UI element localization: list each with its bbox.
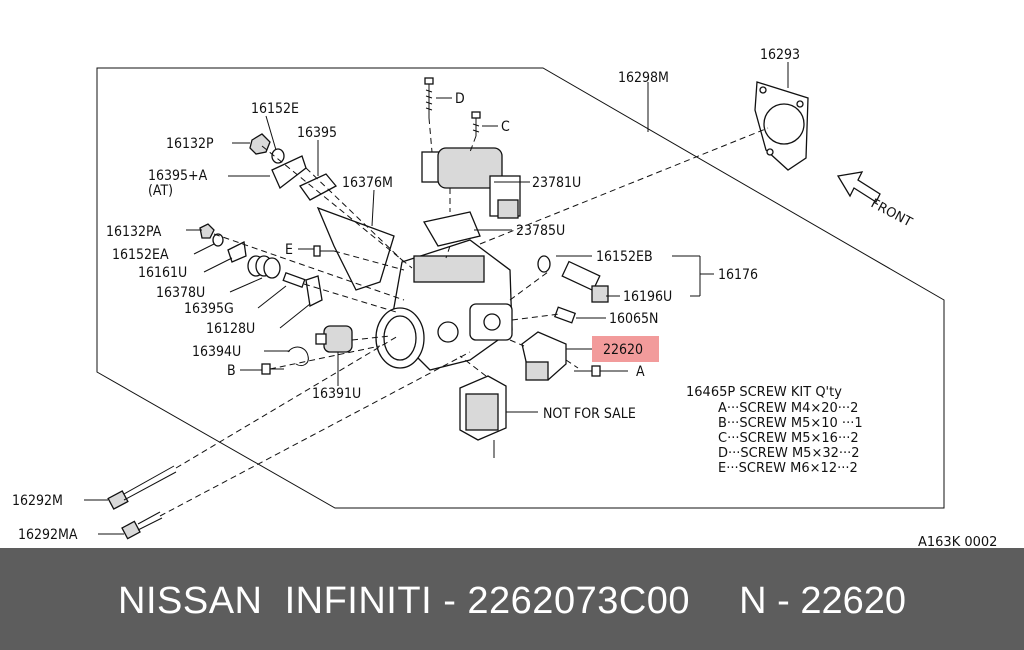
label-16292M: 16292M: [12, 493, 63, 509]
label-16394U: 16394U: [192, 344, 241, 360]
label-16132PA: 16132PA: [106, 224, 162, 240]
front-arrow-icon: [836, 171, 881, 203]
connector-16196U[interactable]: [537, 255, 609, 303]
diagram-canvas: 16293 16298M 16152E 16132P 16395 16395+A…: [12, 47, 997, 548]
label-16132P: 16132P: [166, 136, 214, 152]
label-16152EB: 16152EB: [596, 249, 653, 265]
footer-title: NISSAN INFINITI - 2262073C00: [118, 580, 691, 622]
label-16065N: 16065N: [609, 311, 658, 327]
pin-16395G[interactable]: [282, 271, 306, 289]
label-letter-c: C: [501, 119, 510, 135]
label-16395G: 16395G: [184, 301, 234, 317]
label-16176: 16176: [718, 267, 758, 283]
label-16298M: 16298M: [618, 70, 669, 86]
washer-16152E[interactable]: [271, 148, 285, 164]
label-16128U: 16128U: [206, 321, 255, 337]
washer-16152EA[interactable]: [212, 233, 224, 247]
actuator-16391U[interactable]: [315, 325, 353, 353]
label-16292MA: 16292MA: [18, 527, 78, 543]
bracket-16128U[interactable]: [305, 275, 323, 307]
label-16376M: 16376M: [342, 175, 393, 191]
screw-kit-title: 16465P SCREW KIT Q'ty: [686, 385, 842, 400]
label-16378U: 16378U: [156, 285, 205, 301]
label-23781U: 23781U: [532, 175, 581, 191]
label-16391U: 16391U: [312, 386, 361, 402]
label-front: FRONT: [868, 196, 914, 230]
screw-e[interactable]: [313, 245, 334, 257]
label-16395A: 16395+A: [148, 168, 208, 184]
gasket-16293[interactable]: [754, 81, 809, 171]
nut-16132PA[interactable]: [199, 223, 215, 239]
label-16395: 16395: [297, 125, 337, 141]
screw-kit-row: C···SCREW M5×16···2: [718, 431, 859, 446]
screw-kit-row: A···SCREW M4×20···2: [718, 401, 858, 416]
footer-ref: N - 22620: [739, 580, 906, 622]
screw-b[interactable]: [261, 363, 284, 375]
nut-16132P[interactable]: [249, 133, 271, 155]
label-16293: 16293: [760, 47, 800, 63]
throttle-body[interactable]: [375, 239, 513, 371]
screw-d[interactable]: [424, 77, 434, 118]
label-letter-a: A: [636, 364, 645, 380]
bolt-16292MA[interactable]: [121, 511, 163, 540]
parts-diagram: 16293 16298M 16152E 16132P 16395 16395+A…: [12, 47, 998, 548]
gasket-23785U[interactable]: [422, 211, 481, 247]
label-16196U: 16196U: [623, 289, 672, 305]
bracket-16376M[interactable]: [316, 206, 395, 291]
part-16065N[interactable]: [553, 306, 577, 324]
label-not-for-sale: NOT FOR SALE: [543, 406, 636, 422]
label-23785U: 23785U: [516, 223, 565, 239]
label-22620: 22620: [603, 342, 643, 358]
screw-kit-row: E···SCREW M6×12···2: [718, 461, 858, 476]
highlight-22620: [592, 336, 659, 362]
screw-kit-row: D···SCREW M5×32···2: [718, 446, 860, 461]
label-16161U: 16161U: [138, 265, 187, 281]
label-letter-e: E: [285, 242, 293, 258]
clip-16394U[interactable]: [287, 346, 309, 367]
diagram-ref-code: A163K 0002: [918, 535, 997, 548]
bolt-16292M[interactable]: [107, 465, 177, 510]
control-unit[interactable]: [459, 375, 507, 458]
label-letter-b: B: [227, 363, 236, 379]
label-at: (AT): [148, 183, 173, 199]
plate-16161U[interactable]: [227, 241, 247, 263]
label-letter-d: D: [455, 91, 465, 107]
label-16152EA: 16152EA: [112, 247, 169, 263]
diagram-frame: [96, 67, 945, 509]
screw-c[interactable]: [471, 111, 481, 136]
sensor-22620[interactable]: [521, 331, 567, 381]
label-16152E: 16152E: [251, 101, 299, 117]
iacv-23781U[interactable]: [421, 147, 521, 219]
screw-kit-row: B···SCREW M5×10 ···1: [718, 416, 863, 431]
footer-bar: NISSAN INFINITI - 2262073C00 N - 22620: [0, 548, 1024, 650]
spring-16378U[interactable]: [247, 255, 281, 279]
lever-16395A[interactable]: [299, 173, 338, 201]
